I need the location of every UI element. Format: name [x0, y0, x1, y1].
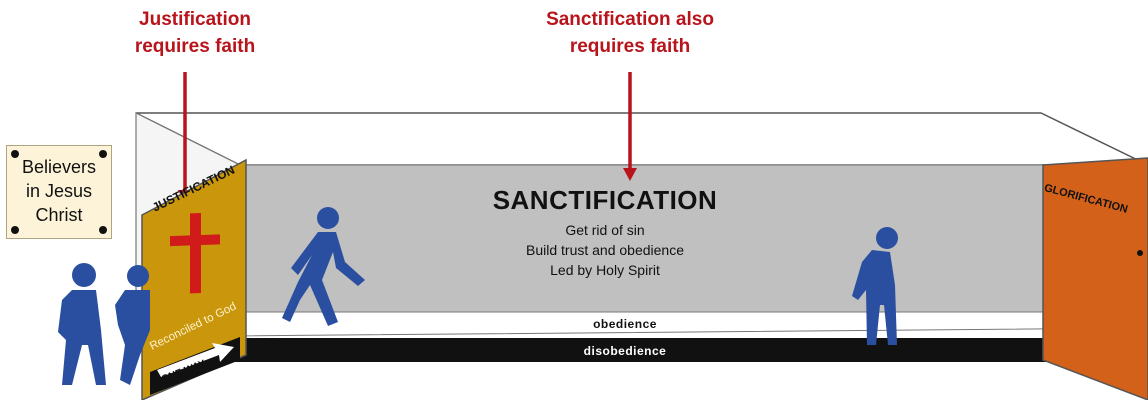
cross-icon-bar: [170, 234, 220, 247]
pin-icon: [11, 226, 19, 234]
board-line-2: in Jesus: [25, 181, 93, 201]
believers-board: Believers in Jesus Christ: [6, 145, 112, 239]
sanctification-faith-label: Sanctification also requires faith: [520, 6, 740, 60]
justification-faith-label: Justification requires faith: [110, 6, 280, 60]
pin-icon: [99, 226, 107, 234]
justification-faith-line-2: requires faith: [134, 36, 256, 57]
glorification-door: [1042, 157, 1148, 400]
pin-icon: [99, 150, 107, 158]
entering-figures-icon: [58, 263, 150, 385]
sanctification-title: SANCTIFICATION: [492, 185, 718, 215]
sanctification-line-3: Led by Holy Spirit: [550, 262, 660, 278]
disobedience-label: disobedience: [583, 344, 667, 358]
corridor-back-wall: [239, 164, 1046, 313]
justification-faith-line-1: Justification: [139, 9, 251, 30]
sanctification-faith-line-2: requires faith: [569, 36, 691, 57]
obedience-label: obedience: [593, 317, 657, 331]
pin-icon: [11, 150, 19, 158]
sanctification-details: Get rid of sin Build trust and obedience…: [440, 220, 770, 280]
sanctification-arrow-head: [623, 168, 637, 181]
board-line-1: Believers: [21, 157, 97, 177]
sanctification-faith-line-1: Sanctification also: [546, 9, 714, 30]
cross-icon: [190, 212, 201, 294]
board-line-3: Christ: [35, 205, 83, 225]
sanctification-line-1: Get rid of sin: [565, 222, 645, 238]
slumped-figure-icon: [852, 227, 898, 345]
walking-figure-icon: [282, 207, 365, 326]
disobedience-band: [230, 338, 1148, 362]
corridor-ceiling: [135, 112, 1148, 166]
sanctification-line-2: Build trust and obedience: [526, 242, 684, 258]
door-knob: [1137, 250, 1143, 256]
one-way-arrow-icon: [157, 343, 234, 377]
